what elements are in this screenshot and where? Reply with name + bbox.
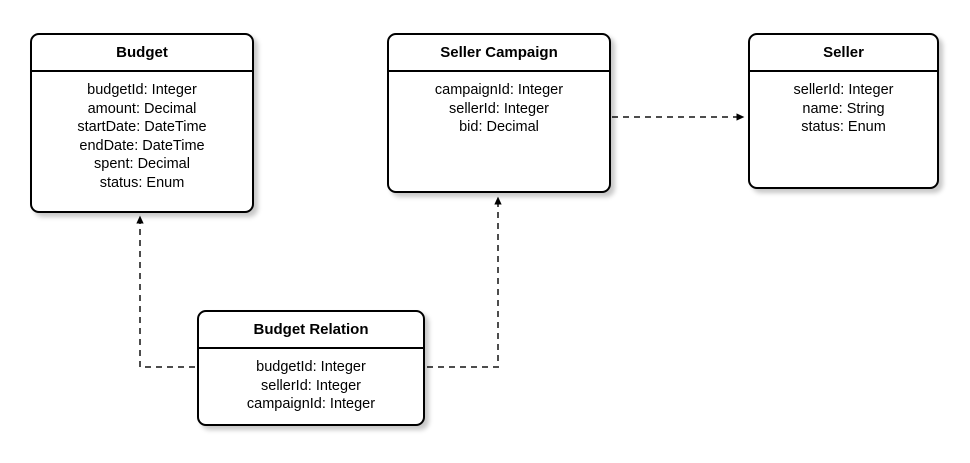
entity-budget-attributes: budgetId: Integer amount: Decimal startD… [32,72,252,211]
attribute-row: campaignId: Integer [434,82,564,98]
attribute-row: bid: Decimal [459,119,539,135]
entity-budget-relation[interactable]: Budget Relation budgetId: Integer seller… [197,310,425,426]
entity-seller-campaign-attributes: campaignId: Integer sellerId: Integer bi… [389,72,609,191]
entity-budget[interactable]: Budget budgetId: Integer amount: Decimal… [30,33,254,213]
attribute-row: amount: Decimal [87,100,197,117]
entity-seller-campaign[interactable]: Seller Campaign campaignId: Integer sell… [387,33,611,193]
attribute-row: campaignId: Integer [246,396,376,412]
entity-seller-title: Seller [750,35,937,72]
entity-seller-attributes: sellerId: Integer name: String status: E… [750,72,937,187]
attribute-row: budgetId: Integer [256,359,366,375]
connector-budget-relation-to-seller-campaign [427,196,502,368]
attribute-row: budgetId: Integer [87,82,197,98]
entity-budget-relation-title: Budget Relation [199,312,423,349]
attribute-row: status: Enum [99,174,185,191]
attribute-row: status: Enum [801,119,886,135]
attribute-row: sellerId: Integer [793,82,894,98]
attribute-row: spent: Decimal [94,156,190,172]
entity-budget-relation-attributes: budgetId: Integer sellerId: Integer camp… [199,349,423,424]
entity-seller-campaign-title: Seller Campaign [389,35,609,72]
connector-budget-relation-to-budget [136,215,195,368]
attribute-row: sellerId: Integer [261,377,361,394]
entity-budget-title: Budget [32,35,252,72]
attribute-row: startDate: DateTime [77,119,207,135]
attribute-row: endDate: DateTime [79,137,205,154]
entity-seller[interactable]: Seller sellerId: Integer name: String st… [748,33,939,189]
attribute-row: name: String [802,100,885,117]
attribute-row: sellerId: Integer [449,100,549,117]
